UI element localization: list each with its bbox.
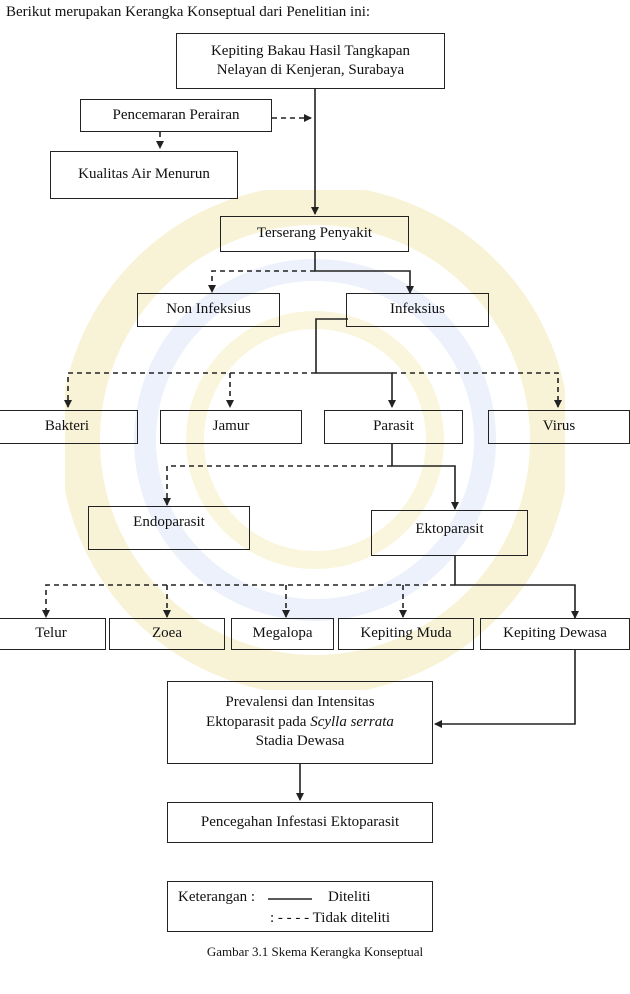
species-name: Scylla serrata xyxy=(310,713,394,730)
node-kepiting-dewasa-label: Kepiting Dewasa xyxy=(503,625,607,642)
node-megalopa: Megalopa xyxy=(231,618,334,650)
node-prevalensi-line1: Prevalensi dan Intensitas xyxy=(225,694,375,711)
node-pencemaran-label: Pencemaran Perairan xyxy=(112,106,240,123)
node-bakteri: Bakteri xyxy=(0,410,138,444)
node-zoea: Zoea xyxy=(109,618,225,650)
node-virus: Virus xyxy=(488,410,630,444)
node-endoparasit-label: Endoparasit xyxy=(133,514,205,530)
node-megalopa-label: Megalopa xyxy=(252,625,313,642)
node-kepiting-bakau: Kepiting Bakau Hasil Tangkapan Nelayan d… xyxy=(176,33,445,89)
node-jamur-label: Jamur xyxy=(212,418,250,435)
node-telur: Telur xyxy=(0,618,106,650)
legend-solid-label: Diteliti xyxy=(328,889,371,905)
node-prevalensi: Prevalensi dan Intensitas Ektoparasit pa… xyxy=(167,681,433,764)
legend-title: Keterangan : xyxy=(178,889,256,905)
node-non-infeksius-label: Non Infeksius xyxy=(166,301,251,318)
node-pencemaran-perairan: Pencemaran Perairan xyxy=(80,99,272,132)
node-pencegahan: Pencegahan Infestasi Ektoparasit xyxy=(167,802,433,843)
legend-dashed-row: : - - - - Tidak diteliti xyxy=(270,910,390,927)
node-endoparasit: Endoparasit xyxy=(88,506,250,550)
figure-caption: Gambar 3.1 Skema Kerangka Konseptual xyxy=(206,944,424,959)
node-bakteri-label: Bakteri xyxy=(44,418,90,435)
node-zoea-label: Zoea xyxy=(152,625,182,642)
node-kepiting-muda-label: Kepiting Muda xyxy=(360,625,452,642)
node-prevalensi-line3: Stadia Dewasa xyxy=(255,733,345,750)
node-kualitas-air: Kualitas Air Menurun xyxy=(50,151,238,199)
node-kepiting-bakau-line2: Nelayan di Kenjeran, Surabaya xyxy=(216,62,405,78)
node-kepiting-muda: Kepiting Muda xyxy=(338,618,474,650)
node-parasit-label: Parasit xyxy=(373,418,414,435)
node-kualitas-label: Kualitas Air Menurun xyxy=(78,166,210,183)
node-virus-label: Virus xyxy=(542,418,576,435)
node-prevalensi-line2-prefix: Ektoparasit pada xyxy=(206,713,311,730)
node-jamur: Jamur xyxy=(160,410,302,444)
node-infeksius: Infeksius xyxy=(346,293,489,327)
legend-dashed-label: Tidak diteliti xyxy=(312,910,391,926)
node-kepiting-bakau-line1: Kepiting Bakau Hasil Tangkapan xyxy=(210,42,411,59)
node-terserang-penyakit: Terserang Penyakit xyxy=(220,216,409,252)
legend-box xyxy=(167,881,433,932)
node-non-infeksius: Non Infeksius xyxy=(137,293,280,327)
node-telur-label: Telur xyxy=(35,625,67,642)
node-pencegahan-label: Pencegahan Infestasi Ektoparasit xyxy=(200,813,400,830)
intro-text: Berikut merupakan Kerangka Konseptual da… xyxy=(6,4,371,20)
node-terserang-label: Terserang Penyakit xyxy=(256,225,373,242)
node-ektoparasit-label: Ektoparasit xyxy=(415,521,484,537)
node-kepiting-dewasa: Kepiting Dewasa xyxy=(480,618,630,650)
node-infeksius-label: Infeksius xyxy=(390,301,445,318)
node-parasit: Parasit xyxy=(324,410,463,444)
node-ektoparasit: Ektoparasit xyxy=(371,510,528,556)
node-prevalensi-line2: Ektoparasit pada Scylla serrata xyxy=(206,713,394,733)
legend-dashed-sample: : - - - - xyxy=(270,910,310,926)
